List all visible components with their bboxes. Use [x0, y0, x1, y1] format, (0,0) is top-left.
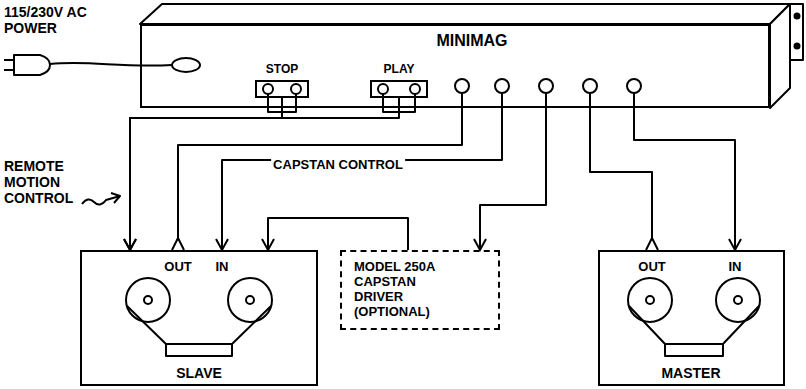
unit-front-panel: MINIMAG STOP PLAY	[140, 24, 770, 108]
squiggle-arrowhead	[111, 193, 120, 203]
plug-prongs	[4, 60, 14, 70]
signal-wire	[262, 218, 408, 250]
squiggle-arrow	[82, 196, 120, 205]
tape-reel	[126, 278, 170, 322]
arrowhead	[262, 239, 274, 250]
signal-wire	[124, 98, 282, 250]
node-text: IN	[729, 260, 742, 275]
jack	[378, 84, 388, 94]
connector-jack	[583, 79, 597, 93]
signal-wire	[634, 108, 741, 250]
tape-head	[665, 344, 723, 356]
wire-path	[130, 98, 282, 250]
power-label: 115/230V AC POWER	[4, 4, 116, 36]
text-holder: IN	[729, 260, 742, 275]
callout-label: REMOTE MOTION CONTROL	[4, 158, 108, 206]
node-text: SLAVE	[176, 365, 222, 381]
arrowhead	[474, 239, 486, 250]
connector-jack	[539, 79, 553, 93]
node-text: OUT	[638, 260, 665, 275]
wire-path	[480, 108, 546, 250]
text-holder: MASTER	[661, 365, 720, 381]
arrowhead	[172, 238, 184, 250]
node-text: PLAY	[384, 63, 415, 77]
unit-name: MINIMAG	[436, 32, 507, 50]
text-holder: STOP	[266, 63, 298, 77]
text-holder: OUT	[638, 260, 665, 275]
signal-wire	[590, 108, 658, 250]
arrowhead	[729, 239, 741, 250]
tape-path	[629, 306, 759, 345]
tape-reel	[228, 278, 272, 322]
signal-wire	[172, 108, 462, 250]
unit-top-face	[140, 4, 790, 24]
signal-wire	[216, 108, 502, 250]
arrowhead	[216, 239, 228, 250]
wire-path	[590, 108, 652, 238]
reel-hub	[734, 296, 742, 304]
reel-hub	[646, 296, 654, 304]
edge-label-holder: CAPSTAN CONTROL	[271, 158, 405, 173]
wire-path	[634, 108, 735, 250]
node-text: MODEL 250A CAPSTAN DRIVER (OPTIONAL)	[354, 260, 466, 320]
node-text: IN	[216, 260, 229, 275]
text-holder: IN	[216, 260, 229, 275]
button-panel: STOP	[255, 80, 309, 98]
jack	[410, 84, 420, 94]
tape-reel	[716, 278, 760, 322]
jack-stem	[462, 93, 634, 108]
button-panel: PLAY	[370, 80, 428, 98]
rack-hole	[795, 44, 800, 49]
node-text: OUT	[164, 260, 191, 275]
wire-path	[268, 218, 408, 250]
node-text: STOP	[266, 63, 298, 77]
power-switch	[172, 58, 200, 72]
power-cord	[50, 63, 172, 66]
power-plug	[14, 55, 50, 75]
tape-reel	[628, 278, 672, 322]
signal-label: CAPSTAN CONTROL	[271, 158, 405, 173]
wire-path	[130, 98, 399, 250]
signal-wire	[474, 108, 546, 250]
text-holder: SLAVE	[176, 365, 222, 381]
reel-hub	[246, 296, 254, 304]
tape-deck: OUT IN SLAVE	[80, 250, 318, 386]
jack	[291, 84, 301, 94]
rack-hole	[795, 14, 800, 19]
node-text: MASTER	[661, 365, 720, 381]
connector-jack	[627, 79, 641, 93]
tape-head	[166, 344, 232, 356]
label-holder: 115/230V AC POWER	[4, 4, 116, 36]
text-holder: MODEL 250A CAPSTAN DRIVER (OPTIONAL)	[354, 260, 466, 320]
optional-driver-box: MODEL 250A CAPSTAN DRIVER (OPTIONAL)	[340, 250, 500, 330]
tape-deck: OUT IN MASTER	[598, 250, 785, 386]
text-holder: PLAY	[384, 63, 415, 77]
unit-side-face	[770, 4, 790, 108]
arrowhead	[124, 239, 136, 250]
jack	[263, 84, 273, 94]
text-holder: OUT	[164, 260, 191, 275]
tape-path	[127, 306, 271, 345]
reel-hub	[144, 296, 152, 304]
signal-wire	[124, 98, 399, 250]
rack-ear	[790, 4, 803, 60]
label-holder: REMOTE MOTION CONTROL	[4, 158, 108, 206]
text-holder: MINIMAG	[436, 32, 507, 50]
connector-jack	[455, 79, 469, 93]
wire-path	[222, 108, 502, 250]
arrowhead	[646, 238, 658, 250]
connector-jack	[495, 79, 509, 93]
